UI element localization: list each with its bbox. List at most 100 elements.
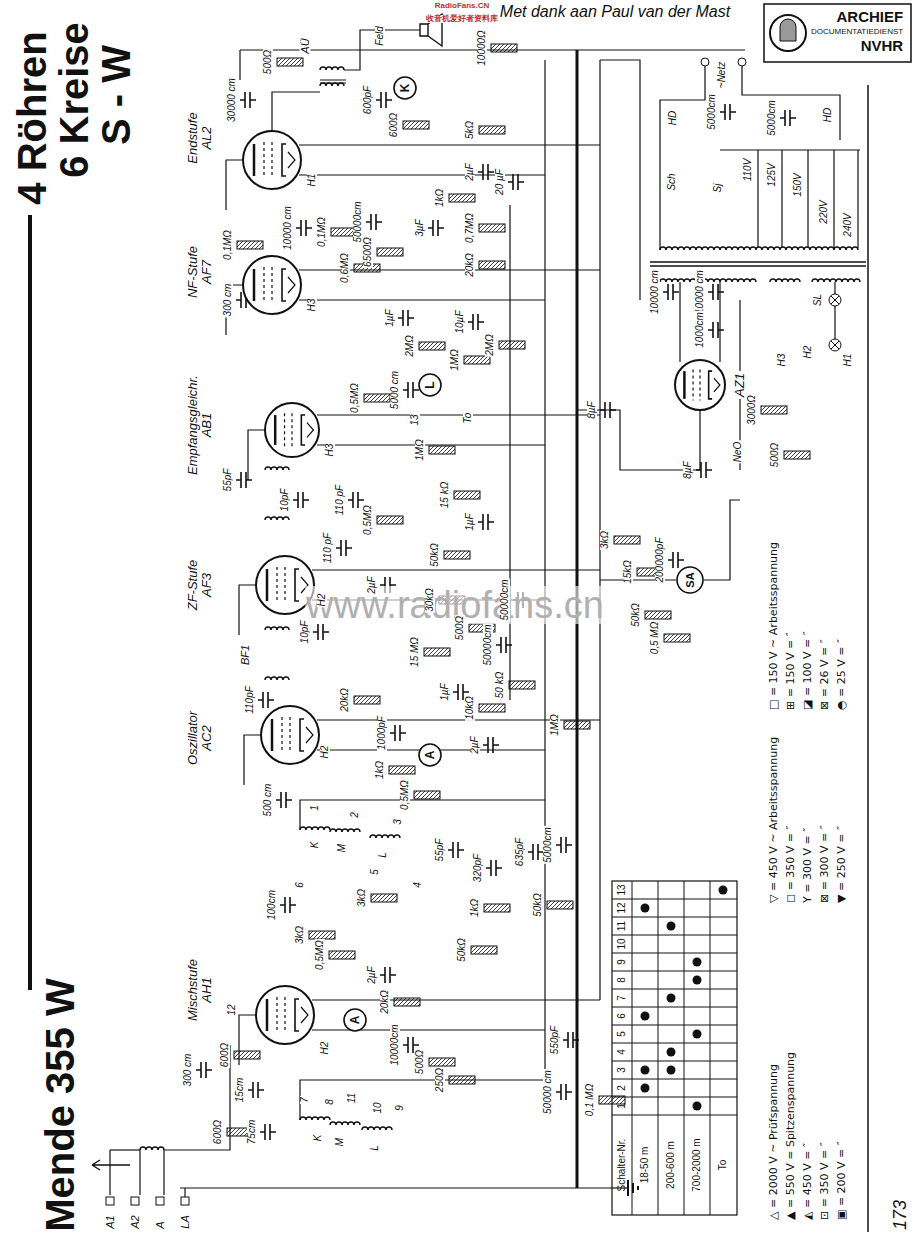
capacitor-symbol: [236, 472, 252, 488]
tube-outline: [265, 403, 319, 457]
pilot-lamp: [829, 339, 841, 351]
part-designator: NeO: [733, 441, 743, 464]
resistor-value: 250Ω: [435, 1067, 445, 1093]
capacitor-value: 50000cm: [483, 623, 493, 666]
capacitor-symbol: [240, 92, 256, 108]
resistor-symbol: [564, 721, 590, 729]
tube-anode: [253, 269, 256, 301]
coil-symbol: [265, 627, 289, 630]
table-cell: 4: [617, 1048, 627, 1056]
capacitor-symbol: [398, 310, 414, 326]
tube-cathode: [295, 999, 299, 1031]
capacitor-symbol: [556, 1084, 572, 1100]
part-designator: L: [378, 851, 388, 859]
resistor-value: 1MΩ: [415, 438, 425, 462]
tube-outline: [261, 706, 319, 764]
tube-heater: [306, 727, 313, 743]
resistor-value: 0,5MΩ: [400, 779, 410, 811]
capacitor-value: 10µF: [455, 310, 465, 335]
part-designator: M: [335, 1137, 345, 1147]
resistor-value: 20kΩ: [465, 252, 475, 278]
switch-dot: [693, 976, 702, 985]
capacitor-symbol: [280, 897, 296, 913]
table-rule: [710, 881, 711, 1215]
tube-anode: [253, 144, 256, 176]
capacitor-value: 5000cm: [767, 99, 777, 137]
resistor-symbol: [377, 248, 403, 256]
resistor-value: 600Ω: [213, 1119, 223, 1145]
capacitor-value: 1000cm: [695, 311, 705, 349]
resistor-value: 15 MΩ: [410, 636, 420, 668]
wire: [299, 174, 545, 175]
resistor-symbol: [394, 998, 420, 1006]
stamp-text: NVHR: [811, 37, 903, 56]
part-designator: 6: [295, 881, 305, 889]
switch-dot: [693, 1030, 702, 1039]
part-designator: 7: [300, 1096, 310, 1104]
part-designator: H3: [777, 353, 787, 368]
coil-symbol: [660, 247, 858, 250]
resistor-value: 50kΩ: [457, 937, 467, 963]
table-cell: 700-2000 m: [692, 1137, 702, 1192]
switch-dot: [693, 1102, 702, 1111]
stage-heading: Endstufe AL2: [186, 100, 215, 176]
legend-entry: ⊠ = 300 V = ″: [819, 823, 831, 905]
resistor-symbol: [645, 611, 671, 619]
table-rule: [612, 1079, 737, 1080]
resistor-value: 1MΩ: [450, 348, 460, 372]
resistor-symbol: [377, 516, 403, 524]
capacitor-value: 10pF: [300, 620, 310, 645]
legend-entry: ▣ = 200 V = ″: [836, 1139, 848, 1222]
tube-grid: [284, 997, 285, 1033]
part-designator: BF1: [240, 644, 251, 666]
capacitor-symbol: [390, 725, 406, 741]
resistor-value: 500Ω: [415, 1049, 425, 1075]
part-designator: 11: [347, 1092, 357, 1104]
resistor-symbol: [444, 551, 470, 559]
capacitor-value: 200000pF: [655, 536, 665, 583]
table-cell: 6: [617, 1012, 627, 1020]
part-designator: 1: [310, 804, 320, 812]
legend-entry: ▲ = 550 V = Spitzenspannung: [785, 1050, 797, 1222]
capacitor-symbol: [708, 284, 724, 300]
part-designator: A1: [105, 1214, 116, 1229]
tube-envelope: [674, 359, 726, 411]
resistor-symbol: [547, 901, 573, 909]
wire: [317, 444, 545, 445]
component-symbols: [196, 44, 810, 1140]
resistor-symbol: [237, 241, 263, 249]
resistor-value: 1kΩ: [375, 760, 385, 780]
tube-cathode: [300, 719, 304, 751]
tube-grid: [284, 567, 285, 603]
resistor-value: 15kΩ: [623, 559, 633, 585]
resistor-value: 20kΩ: [340, 687, 350, 713]
capacitor-value: 8µF: [587, 400, 597, 419]
resistor-value: 0,6MΩ: [340, 252, 350, 284]
resistor-symbol: [614, 536, 640, 544]
tube-outline: [243, 131, 301, 189]
resistor-value: 20kΩ: [380, 989, 390, 1015]
legend-entry: ◓ = 25 V = ″: [836, 637, 848, 712]
part-designator: 13: [410, 413, 420, 426]
coil-symbol: [300, 1117, 330, 1120]
capacitor-value: 50000cm: [353, 200, 363, 243]
capacitor-value: 55pF: [435, 838, 445, 863]
wire: [704, 500, 740, 580]
resistor-value: 50kΩ: [430, 542, 440, 568]
capacitor-symbol: [508, 174, 524, 190]
table-rule: [684, 881, 685, 1215]
text-label: Met dank aan Paul van der Mast: [499, 4, 731, 20]
resistor-symbol: [419, 342, 445, 350]
tube-heater: [288, 152, 295, 168]
part-designator: 5: [370, 868, 380, 876]
text-label: 220V: [819, 199, 829, 224]
part-designator: H3: [307, 298, 317, 313]
legend-entry: □ = 150 V ~ Arbeitsspannung: [768, 540, 780, 712]
part-designator: 8: [325, 1098, 335, 1106]
tube-cathode: [295, 569, 299, 601]
resistor-symbol: [403, 121, 429, 129]
tube-outline: [243, 256, 301, 314]
resistor-symbol: [471, 946, 497, 954]
coil-symbol: [812, 279, 860, 282]
